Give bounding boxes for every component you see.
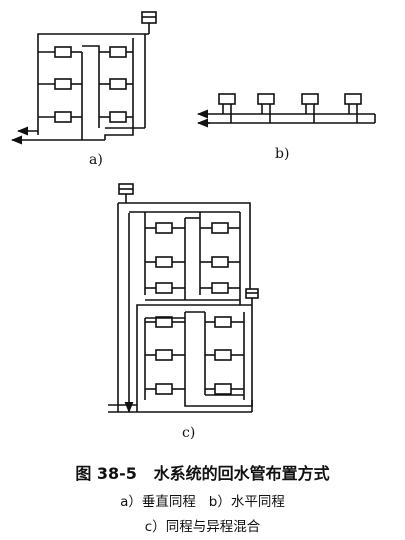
radiator xyxy=(214,349,232,361)
figure-title: 水系统的回水管布置方式 xyxy=(153,464,330,483)
caption-item-b: b）水平同程 xyxy=(208,494,285,510)
panel-c-diagram xyxy=(108,183,259,414)
radiator xyxy=(218,93,236,105)
panel-a-label: a) xyxy=(89,152,103,168)
panel-b-label: b) xyxy=(275,146,290,162)
radiator xyxy=(257,93,275,105)
panel-c-label: c) xyxy=(182,425,196,441)
radiator xyxy=(109,46,127,58)
radiator xyxy=(301,93,319,105)
radiator xyxy=(109,78,127,90)
radiator xyxy=(211,282,229,294)
panel-a-diagram xyxy=(10,11,157,145)
radiator xyxy=(211,222,229,234)
radiator xyxy=(54,78,72,90)
radiator xyxy=(344,93,362,105)
radiator xyxy=(155,256,173,268)
radiator xyxy=(155,282,173,294)
figure-caption-line-2: c）同程与异程混合 xyxy=(0,515,405,535)
caption-item-a: a）垂直同程 xyxy=(120,494,196,510)
radiator xyxy=(155,222,173,234)
caption-item-c: c）同程与异程混合 xyxy=(144,519,261,535)
figure-caption-title: 图 38-5 水系统的回水管布置方式 xyxy=(0,460,405,484)
radiator xyxy=(155,383,173,395)
radiator xyxy=(211,256,229,268)
radiator xyxy=(54,46,72,58)
radiator xyxy=(109,111,127,123)
radiator xyxy=(155,316,173,328)
radiator xyxy=(54,111,72,123)
figure-number: 图 38-5 xyxy=(75,464,137,483)
radiator xyxy=(214,316,232,328)
radiator xyxy=(214,383,232,395)
radiator xyxy=(155,349,173,361)
figure-caption-line-1: a）垂直同程 b）水平同程 xyxy=(0,490,405,510)
panel-b-diagram xyxy=(196,93,376,128)
